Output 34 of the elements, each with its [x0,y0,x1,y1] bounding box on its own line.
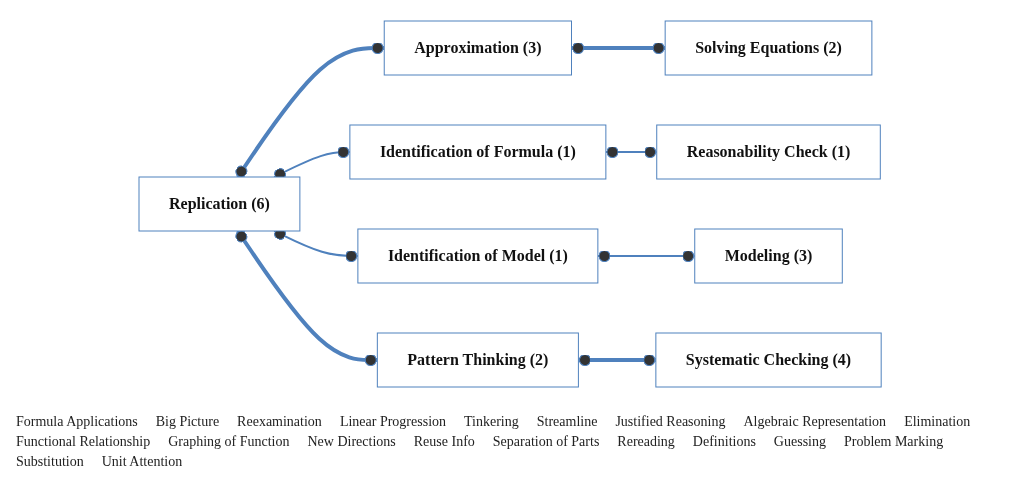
node-box: Solving Equations (2) [665,20,873,76]
category-label: Guessing [773,434,826,450]
category-label: Tinkering [464,414,519,430]
node-box: Identification of Model (1) [357,228,599,284]
category-label: Justified Reasoning [615,414,726,430]
connector [571,41,666,55]
category-label: Reuse Info [413,434,475,450]
category-label: Unit Attention [101,454,183,470]
category-label: Definitions [692,434,756,450]
category-label: Separation of Parts [492,434,600,450]
node-box: Replication (6) [138,176,301,232]
category-label: New Directions [307,434,396,450]
category-label: Reexamination [237,414,322,430]
category-label: Algebraic Representation [743,414,887,430]
node-box: Systematic Checking (4) [655,332,883,388]
node-box: Modeling (3) [694,228,844,284]
node-box: Approximation (3) [384,20,573,76]
connector [235,41,385,179]
category-label: Elimination [904,414,971,430]
category-label: Big Picture [155,414,220,430]
category-label: Substitution [16,454,84,470]
node-box: Reasonability Check (1) [656,124,882,180]
category-label: Rereading [617,434,675,450]
category-label: Problem Marking [844,434,944,450]
connector [578,353,657,367]
connector [605,145,659,159]
category-label: Linear Progression [339,414,447,430]
node-box: Identification of Formula (1) [349,124,607,180]
category-label: Streamline [536,414,598,430]
node-box: Pattern Thinking (2) [377,332,580,388]
category-label: Graphing of Function [168,434,290,450]
connector [597,249,697,263]
category-label: Functional Relationship [16,434,151,450]
category-label: Formula Applications [16,414,138,430]
